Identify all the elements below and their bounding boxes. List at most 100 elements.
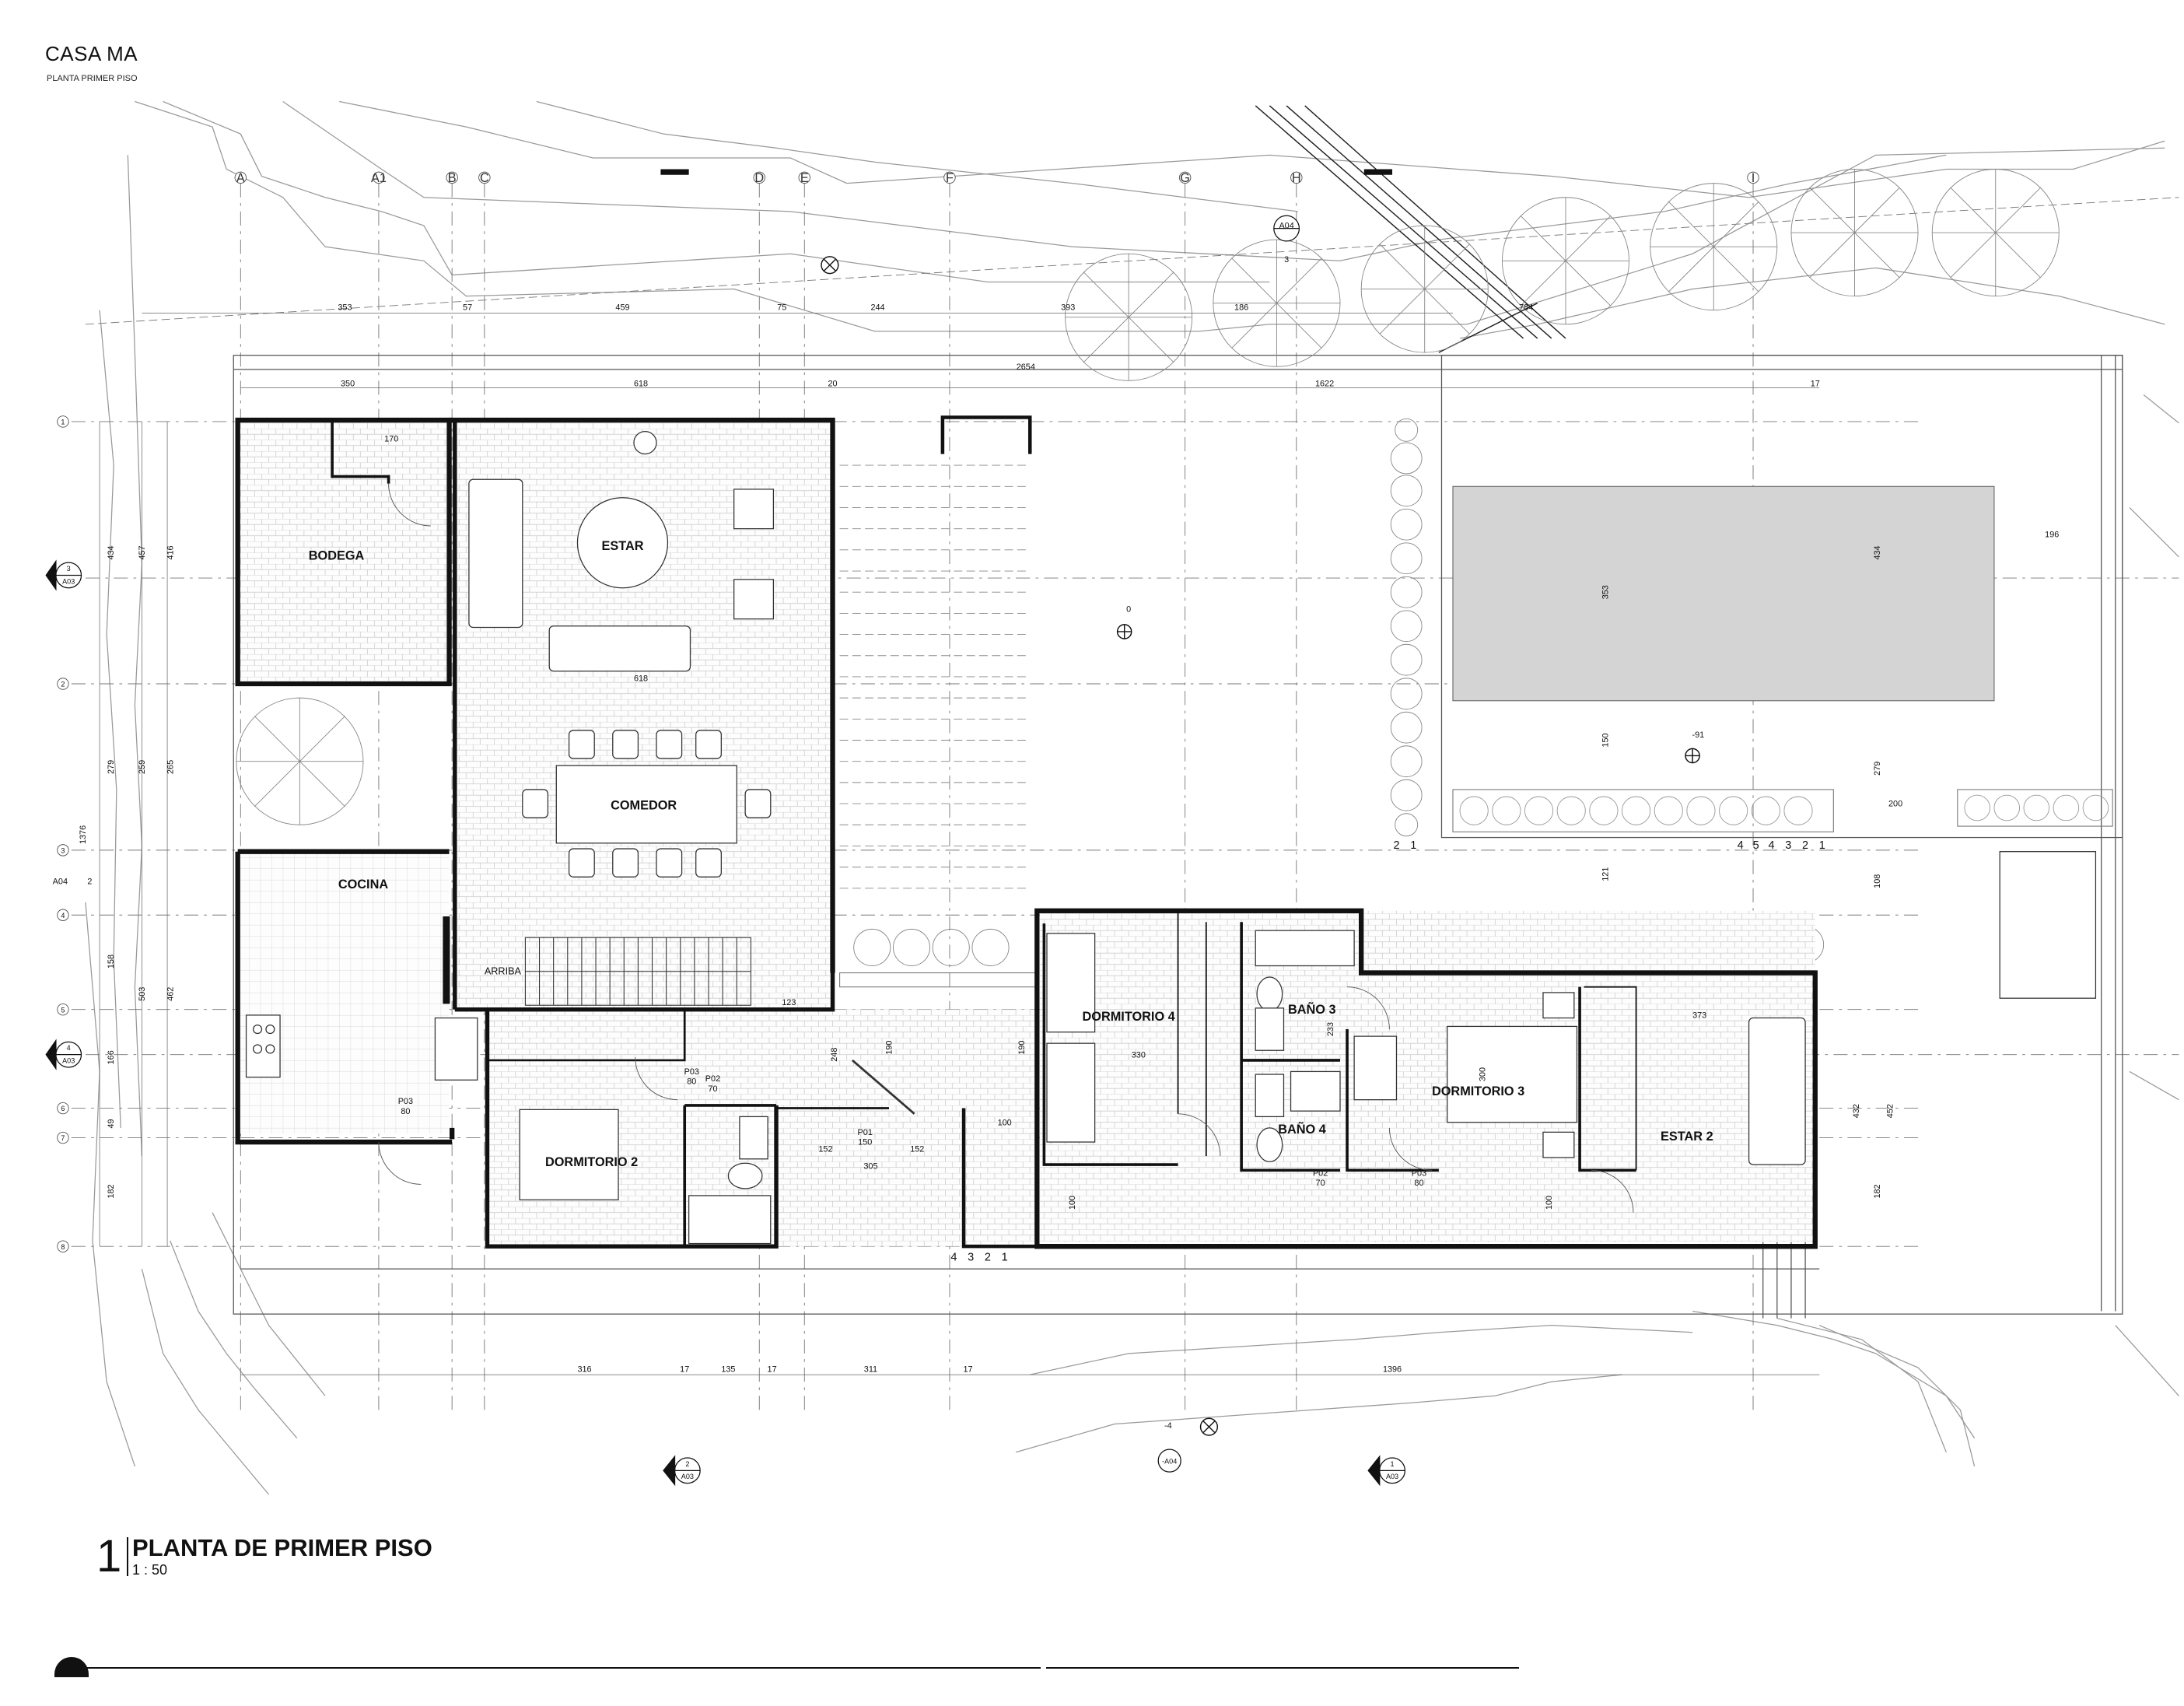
dimension-value: 373 — [1692, 1011, 1706, 1021]
dimension-value: 434 — [1873, 545, 1882, 559]
dimension-value: 150 — [1601, 733, 1610, 747]
level-value: 0 — [1126, 605, 1131, 615]
room-label-dormitorio-3: DORMITORIO 3 — [1432, 1084, 1524, 1098]
door-tag-p03: P03 — [398, 1097, 413, 1106]
dimension-value: 121 — [1601, 867, 1610, 881]
dimension-value: 316 — [577, 1364, 591, 1374]
dimension-value: 17 — [680, 1364, 689, 1374]
dimension-value: 279 — [107, 760, 116, 774]
grid-label-c: C — [480, 171, 489, 185]
dimension-value: 393 — [1061, 303, 1075, 313]
hedge-planter — [1452, 789, 1834, 832]
grid-label-i: I — [1752, 171, 1755, 185]
dimension-value: 49 — [107, 1119, 116, 1128]
level-markers — [821, 256, 1700, 1436]
dimension-value: 100 — [1545, 1196, 1554, 1210]
dimension-values-left: 434 457 416 279 259 265 1376 158 503 462… — [79, 545, 175, 1198]
dimension-value: 279 — [1873, 762, 1882, 776]
door-tag-p02-width: 70 — [1316, 1179, 1325, 1188]
dimension-value: 462 — [166, 987, 175, 1001]
section-marker-label: 3 — [1284, 255, 1289, 264]
dimension-value: 259 — [138, 760, 147, 774]
section-marker-label: A04 — [1279, 222, 1293, 231]
room-label-bano-3: BAÑO 3 — [1288, 1001, 1336, 1017]
grid-label-8: 8 — [61, 1243, 65, 1251]
terrace-deck — [839, 464, 1031, 889]
hedge-planter — [1957, 789, 2113, 827]
door-tag-p03: P03 — [1412, 1169, 1426, 1179]
dimension-value: 57 — [463, 303, 472, 313]
view-title-divider — [127, 1537, 128, 1576]
drawing-subtitle: PLANTA PRIMER PISO — [47, 74, 138, 83]
grid-label-2: 2 — [61, 681, 65, 688]
grid-label-g: G — [1180, 171, 1190, 185]
room-label-bano-4: BAÑO 4 — [1278, 1121, 1326, 1137]
grid-subgroup-label: 1 — [1002, 1251, 1008, 1263]
trees — [236, 169, 2060, 825]
level-value: -4 — [1164, 1421, 1172, 1431]
grid-subgroup-label: 4 — [1769, 839, 1775, 852]
dimension-value: 452 — [1885, 1104, 1895, 1118]
furniture — [245, 430, 2097, 1245]
north-marker — [1363, 169, 1393, 175]
dimension-value: 300 — [1479, 1067, 1488, 1081]
door-tag-p01: P01 — [858, 1128, 873, 1137]
stair-label-arriba: ARRIBA — [485, 965, 522, 976]
dimension-value: 20 — [828, 380, 837, 389]
door-tag-p03-width: 80 — [401, 1107, 410, 1116]
dimension-values-interior: 170 618 196 353 150 279 434 200 121 108 … — [384, 434, 2059, 1431]
section-marker-label: 4 — [67, 1044, 71, 1052]
dimension-value: 108 — [1873, 874, 1882, 888]
dimension-value: 233 — [1326, 1022, 1335, 1036]
grid-label-a1: A1 — [371, 171, 387, 185]
dimension-value: 1396 — [1383, 1364, 1402, 1374]
dimension-value: 186 — [1234, 303, 1248, 313]
dimension-value: 457 — [138, 545, 147, 559]
grid-labels-left: 1 2 3 4 5 6 7 8 — [61, 419, 65, 1251]
planter — [839, 972, 1038, 988]
dimension-value: 459 — [615, 303, 629, 313]
room-label-estar-2: ESTAR 2 — [1661, 1130, 1713, 1144]
section-marker-label: A03 — [1386, 1473, 1398, 1480]
dimension-value: 416 — [166, 545, 175, 559]
door-tag-p02: P02 — [705, 1074, 720, 1084]
dimension-value: 166 — [107, 1050, 116, 1064]
dimension-value: 305 — [863, 1161, 877, 1171]
section-marker-label: A03 — [62, 1057, 75, 1065]
dimension-values-bottom: 316 17 135 17 311 17 1396 — [577, 1364, 1402, 1374]
room-label-comedor: COMEDOR — [611, 798, 677, 812]
dimension-value: 311 — [864, 1364, 877, 1374]
title-block-border — [62, 1667, 1041, 1669]
terrace-pergola-post — [940, 415, 1032, 454]
view-title: PLANTA DE PRIMER PISO — [132, 1534, 432, 1561]
dimension-value: 190 — [885, 1041, 894, 1055]
grid-label-5: 5 — [61, 1006, 65, 1014]
drawing-title: CASA MA — [45, 42, 138, 65]
dimension-value: 618 — [634, 380, 648, 389]
door-tag-p03-width: 80 — [1414, 1179, 1423, 1188]
dimension-value: 244 — [870, 303, 884, 313]
grid-bubbles-top — [234, 171, 1759, 184]
dimension-value: 353 — [1601, 585, 1610, 599]
room-label-estar: ESTAR — [601, 539, 643, 553]
dimension-value: 152 — [910, 1145, 924, 1154]
section-markers — [45, 215, 1405, 1487]
dimension-value: 135 — [721, 1364, 735, 1374]
view-number: 1 — [96, 1531, 122, 1582]
hedge-horizontal — [1459, 796, 1813, 825]
grid-subgroup-label: 1 — [1819, 839, 1825, 852]
grid-label-d: D — [754, 171, 764, 185]
hedge-horizontal — [1964, 794, 2109, 821]
section-marker-label: 2 — [685, 1460, 689, 1468]
dimension-value: 182 — [107, 1184, 116, 1198]
section-marker-label: 2 — [87, 877, 92, 886]
door-tag-p02-width: 70 — [708, 1084, 717, 1094]
grid-label-a: A — [236, 171, 245, 185]
level-value: -91 — [1692, 730, 1704, 740]
grid-subgroup-label: 2 — [985, 1251, 991, 1263]
title-block-border — [1046, 1667, 1519, 1669]
door-tags: P01 150 P02 70 P02 70 P03 80 P03 80 P03 … — [398, 1067, 1426, 1188]
room-labels: BODEGA ESTAR COMEDOR COCINA DORMITORIO 2… — [309, 539, 1713, 1169]
access-road-lines — [1255, 105, 1566, 353]
